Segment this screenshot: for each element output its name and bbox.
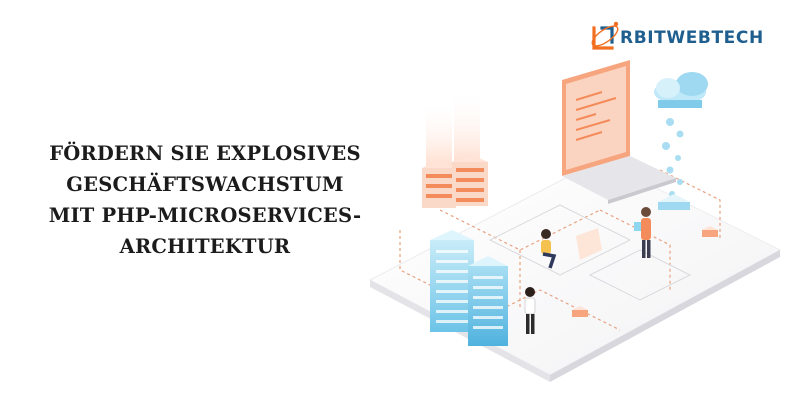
data-bubbles bbox=[662, 118, 684, 197]
headline-line-2: GESCHÄFTSWACHSTUM bbox=[66, 173, 344, 196]
headline-line-4: ARCHITEKTUR bbox=[119, 235, 291, 258]
server-tower-2 bbox=[468, 256, 508, 346]
brand-logo-text: RBITWEBTECH bbox=[620, 28, 764, 48]
person-standing-tablet bbox=[634, 207, 651, 258]
server-stack-small-1 bbox=[422, 100, 456, 208]
orbit-logo-icon bbox=[591, 21, 619, 50]
server-tower-1 bbox=[430, 230, 474, 332]
headline-line-3: MIT PHP-MICROSERVICES- bbox=[48, 204, 362, 227]
cube-accent-2 bbox=[572, 306, 588, 317]
cloud-icon bbox=[654, 72, 708, 108]
cloud-base-device bbox=[658, 194, 690, 210]
headline: FÖRDERN SIE EXPLOSIVES GESCHÄFTSWACHSTUM… bbox=[40, 138, 370, 262]
connector-boxes bbox=[488, 204, 692, 301]
microservices-illustration bbox=[368, 60, 782, 382]
person-sitting bbox=[541, 228, 602, 269]
person-walking bbox=[524, 287, 536, 334]
headline-line-1: FÖRDERN SIE EXPLOSIVES bbox=[49, 142, 361, 165]
cube-accent-1 bbox=[702, 226, 718, 237]
server-stack-small-2 bbox=[452, 90, 488, 206]
brand-logo: RBITWEBTECH bbox=[588, 14, 788, 54]
laptop bbox=[562, 60, 676, 204]
